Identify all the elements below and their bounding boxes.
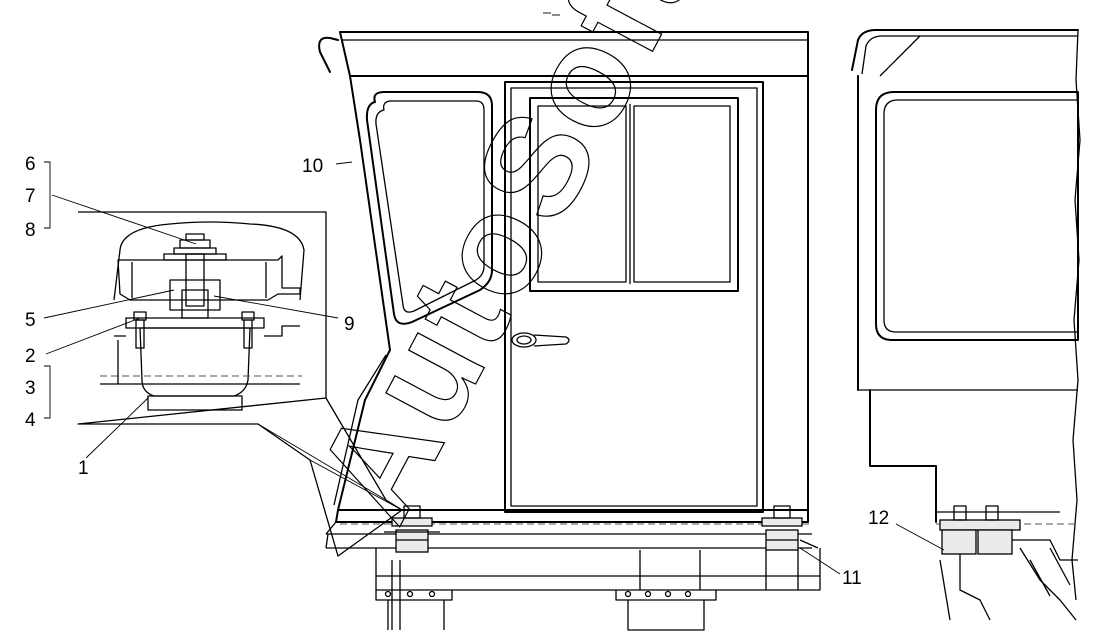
top-mark xyxy=(543,12,560,16)
callout-10: 10 xyxy=(302,156,323,177)
door-handle-icon xyxy=(511,332,570,348)
callout-3: 3 xyxy=(25,378,36,399)
cab-door xyxy=(504,81,764,513)
callout-7: 7 xyxy=(25,186,36,207)
leader-lines xyxy=(43,161,945,575)
cab-side-window xyxy=(365,91,493,325)
callout-9: 9 xyxy=(344,314,355,335)
detail-view xyxy=(77,211,403,557)
callout-8: 8 xyxy=(25,220,36,241)
mount-left xyxy=(384,505,440,553)
callout-11: 11 xyxy=(842,568,862,589)
mount-second-cab xyxy=(939,505,1078,621)
callout-labels: 6 7 8 5 9 2 3 4 1 10 11 12 xyxy=(25,154,889,589)
callout-4: 4 xyxy=(25,410,36,431)
underframe xyxy=(325,521,821,631)
callout-6: 6 xyxy=(25,154,36,175)
second-cab-body xyxy=(851,29,1081,601)
callout-12: 12 xyxy=(868,508,889,529)
callout-1: 1 xyxy=(78,458,89,479)
callout-2: 2 xyxy=(25,346,36,367)
mount-right xyxy=(761,505,819,590)
callout-5: 5 xyxy=(25,310,36,331)
